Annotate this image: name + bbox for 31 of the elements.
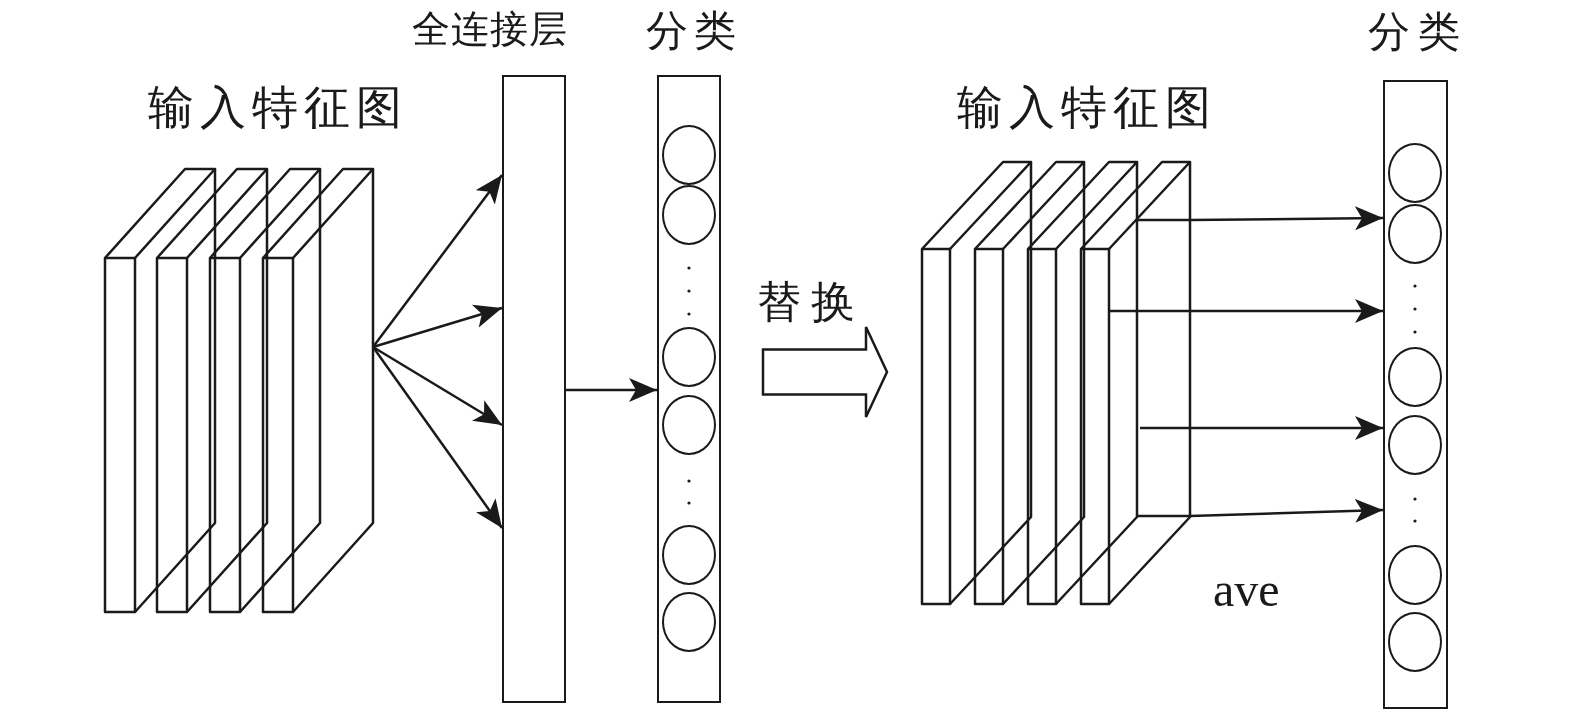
block-arrow	[761, 325, 889, 419]
arrow	[372, 174, 503, 348]
arrow	[372, 345, 503, 427]
neuron-circle	[1388, 544, 1442, 605]
output-column	[1383, 80, 1448, 709]
neuron-circle	[661, 184, 716, 245]
neuron-circle	[661, 591, 716, 652]
arrow	[1190, 206, 1383, 231]
arrow	[1190, 299, 1383, 323]
feature-map-heading: 输入特征图	[148, 85, 408, 131]
neuron-circle	[1388, 611, 1442, 672]
neuron-circle	[1388, 414, 1442, 475]
neuron-circle	[1388, 142, 1442, 203]
layer-column	[502, 75, 566, 703]
neuron-circle	[661, 124, 716, 185]
arrow	[372, 346, 503, 529]
arrow	[566, 378, 657, 402]
output-column	[657, 75, 721, 703]
output-heading: 分类	[1368, 11, 1468, 53]
arrow	[1189, 498, 1384, 523]
neuron-circle	[1388, 203, 1442, 264]
feature-map-heading: 输入特征图	[957, 85, 1217, 131]
pooling-label: ave	[1213, 566, 1280, 614]
output-heading: 分类	[646, 10, 742, 52]
neuron-circle	[661, 326, 716, 387]
neuron-circle	[661, 394, 716, 455]
layer-heading: 全连接层	[412, 10, 568, 48]
neuron-circle	[1388, 346, 1442, 407]
neuron-circle	[661, 524, 716, 585]
arrow	[372, 304, 503, 349]
arrow	[1190, 416, 1383, 440]
